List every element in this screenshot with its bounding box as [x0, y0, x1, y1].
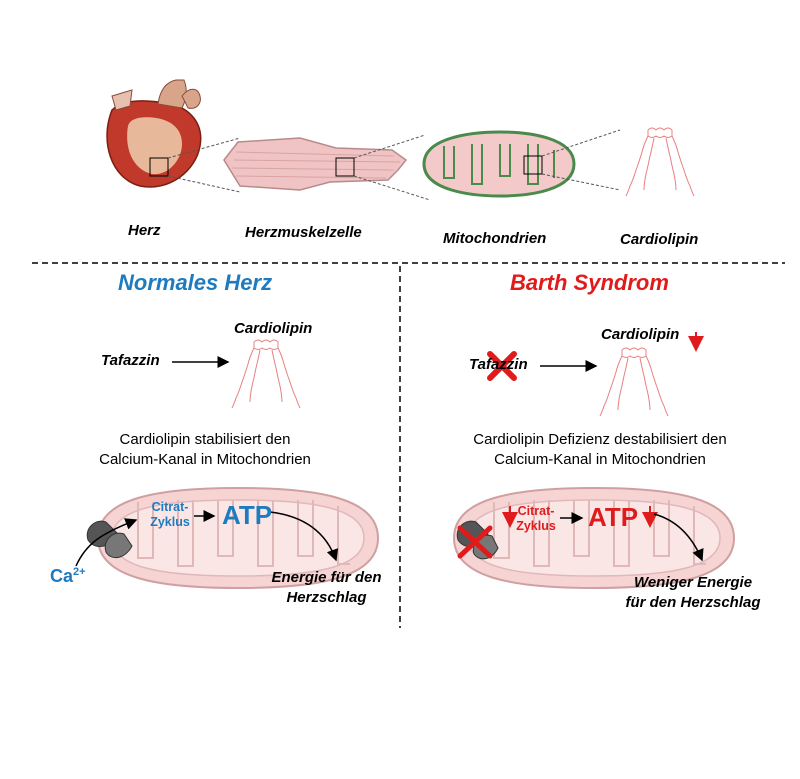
desc-left-line1: Cardiolipin stabilisiert den — [119, 431, 291, 448]
calcium-channel-left — [86, 520, 133, 559]
mitochondrion-top — [422, 130, 576, 198]
title-barth-syndrom: Barth Syndrom — [510, 270, 669, 295]
heart-muscle-cell — [223, 137, 408, 191]
citrat-right-line1: Citrat- — [517, 504, 555, 518]
atp-left: ATP — [222, 500, 273, 530]
label-herzmuskelzelle: Herzmuskelzelle — [245, 224, 362, 241]
calcium-label: Ca2+ — [50, 566, 86, 587]
label-tafazzin-left: Tafazzin — [101, 352, 160, 369]
desc-right-line2: Calcium-Kanal in Mitochondrien — [494, 451, 706, 468]
calcium-base: Ca — [50, 566, 74, 586]
energy-left-line1: Energie für den — [271, 569, 382, 586]
energy-left-line2: Herzschlag — [286, 589, 367, 606]
label-cardiolipin-left: Cardiolipin — [234, 320, 313, 337]
cardiolipin-molecule-top — [625, 127, 695, 197]
cardiolipin-molecule-left — [231, 339, 301, 409]
atp-right: ATP — [588, 502, 639, 532]
energy-right-line1: Weniger Energie — [633, 574, 753, 591]
citrat-left-line2: Zyklus — [150, 515, 190, 529]
label-cardiolipin-top: Cardiolipin — [620, 231, 699, 248]
label-cardiolipin-right: Cardiolipin — [601, 326, 680, 343]
cardiolipin-molecule-right — [599, 347, 669, 417]
title-normales-herz: Normales Herz — [118, 270, 273, 295]
citrat-left-line1: Citrat- — [151, 500, 189, 514]
desc-right-line1: Cardiolipin Defizienz destabilisiert den — [473, 431, 727, 448]
calcium-channel-right — [456, 520, 499, 560]
label-tafazzin-right: Tafazzin — [469, 356, 528, 373]
calcium-charge: 2+ — [73, 566, 86, 578]
energy-right-line2: für den Herzschlag — [625, 594, 761, 611]
label-herz: Herz — [128, 222, 161, 239]
red-x-icon — [487, 351, 517, 381]
label-mitochondrien: Mitochondrien — [443, 230, 547, 247]
citrat-right-line2: Zyklus — [516, 519, 556, 533]
heart-illustration — [106, 79, 202, 188]
desc-left-line2: Calcium-Kanal in Mitochondrien — [99, 451, 311, 468]
